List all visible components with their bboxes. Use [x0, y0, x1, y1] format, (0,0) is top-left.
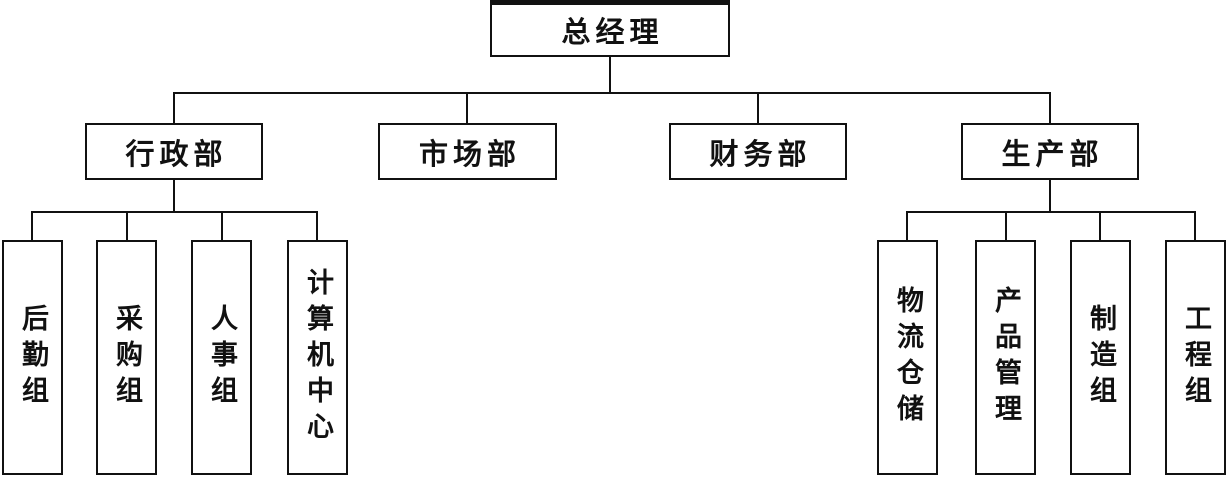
node-logistics-group: 后勤组: [2, 240, 63, 475]
node-general-manager-label: 总经理: [561, 15, 664, 49]
node-warehousing-group: 物流仓储: [877, 240, 938, 475]
node-purchasing-group-label: 采购组: [111, 303, 142, 412]
node-engineering-group: 工程组: [1165, 240, 1226, 475]
node-purchasing-group: 采购组: [96, 240, 157, 475]
node-engineering-group-label: 工程组: [1180, 303, 1211, 412]
node-general-manager: 总经理: [490, 0, 730, 57]
node-marketing-dept: 市场部: [378, 123, 557, 180]
node-product-mgmt-group: 产品管理: [975, 240, 1036, 475]
connector-production-riser: [1049, 180, 1051, 211]
connector-level1-bus: [173, 92, 1051, 94]
connector-drop-personnel-group: [221, 211, 223, 240]
node-logistics-group-label: 后勤组: [17, 303, 48, 412]
connector-drop-logistics-group: [31, 211, 33, 240]
connector-admin-bus: [31, 211, 318, 213]
connector-drop-computer-center: [316, 211, 318, 240]
connector-drop-finance: [757, 92, 759, 123]
connector-production-bus: [906, 211, 1196, 213]
node-marketing-dept-label: 市场部: [418, 136, 521, 171]
node-warehousing-group-label: 物流仓储: [892, 285, 923, 430]
node-production-dept-label: 生产部: [1001, 136, 1104, 171]
node-personnel-group-label: 人事组: [206, 303, 237, 412]
node-production-dept: 生产部: [961, 123, 1139, 180]
node-computer-center-label: 计算机中心: [302, 267, 333, 448]
connector-drop-admin: [173, 92, 175, 123]
node-manufacturing-group-label: 制造组: [1085, 303, 1116, 412]
connector-drop-purchasing-group: [126, 211, 128, 240]
node-finance-dept-label: 财务部: [709, 136, 812, 171]
node-product-mgmt-group-label: 产品管理: [990, 285, 1021, 430]
connector-admin-riser: [173, 180, 175, 211]
connector-drop-warehousing: [906, 211, 908, 240]
node-computer-center: 计算机中心: [287, 240, 348, 475]
connector-drop-marketing: [466, 92, 468, 123]
connector-drop-production: [1049, 92, 1051, 123]
connector-drop-product-mgmt: [1005, 211, 1007, 240]
node-admin-dept-label: 行政部: [125, 136, 228, 171]
node-admin-dept: 行政部: [85, 123, 263, 180]
connector-root-riser: [609, 57, 611, 92]
connector-drop-engineering-group: [1194, 211, 1196, 240]
node-finance-dept: 财务部: [669, 123, 847, 180]
node-personnel-group: 人事组: [191, 240, 252, 475]
connector-drop-manufacturing-group: [1099, 211, 1101, 240]
node-manufacturing-group: 制造组: [1070, 240, 1131, 475]
